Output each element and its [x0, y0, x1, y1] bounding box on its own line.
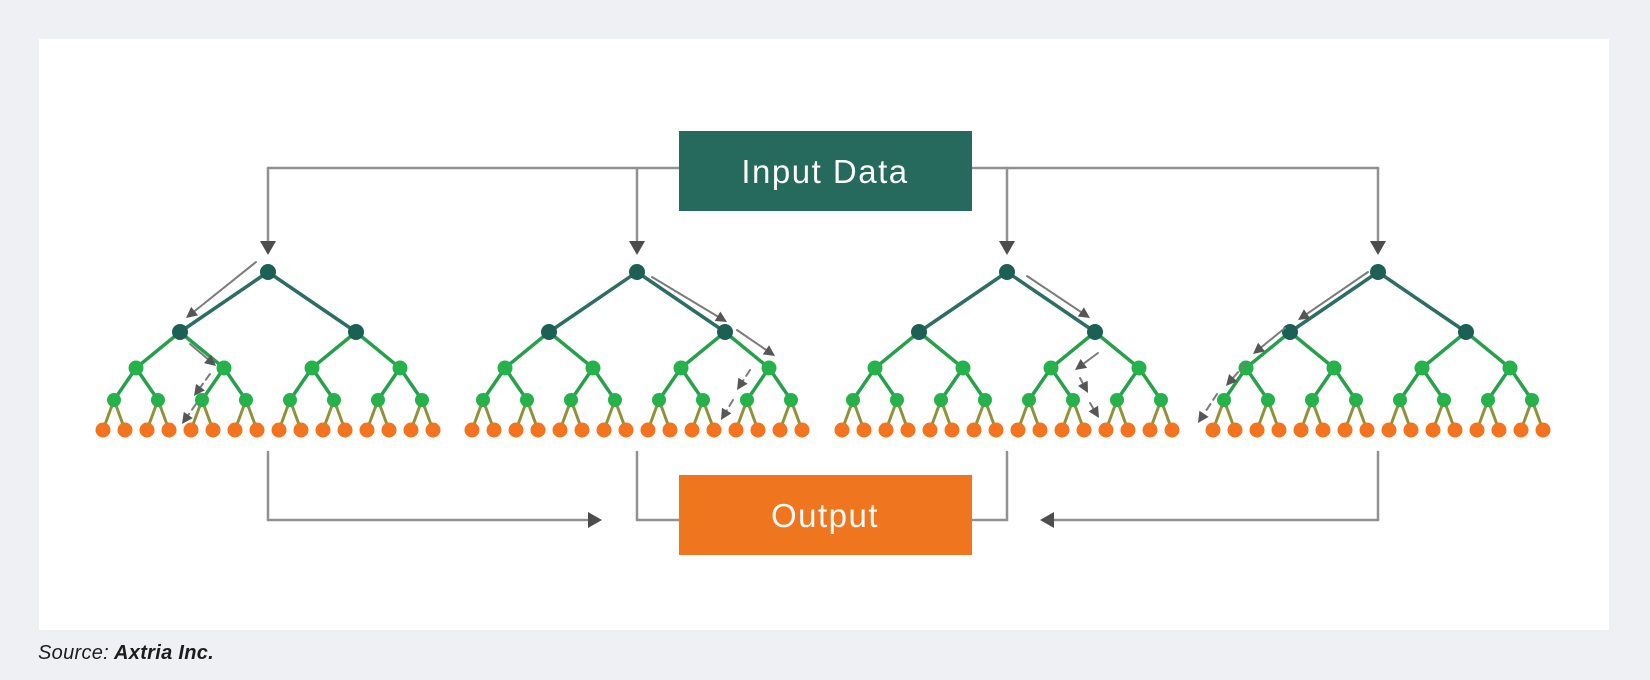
tree-4 [1198, 264, 1551, 438]
output-label: Output [771, 497, 879, 534]
tree-1 [95, 261, 441, 438]
flow-connectors [260, 166, 1386, 528]
tree-2 [464, 264, 810, 438]
source-label: Source: [38, 642, 110, 664]
source-value: Axtria Inc. [114, 642, 215, 664]
forest-trees [95, 261, 1551, 438]
output-box [679, 475, 972, 555]
input-data-box [679, 131, 972, 211]
input-data-label: Input Data [741, 153, 908, 190]
tree-3 [834, 264, 1180, 438]
source-attribution: Source:Axtria Inc. [38, 642, 214, 665]
